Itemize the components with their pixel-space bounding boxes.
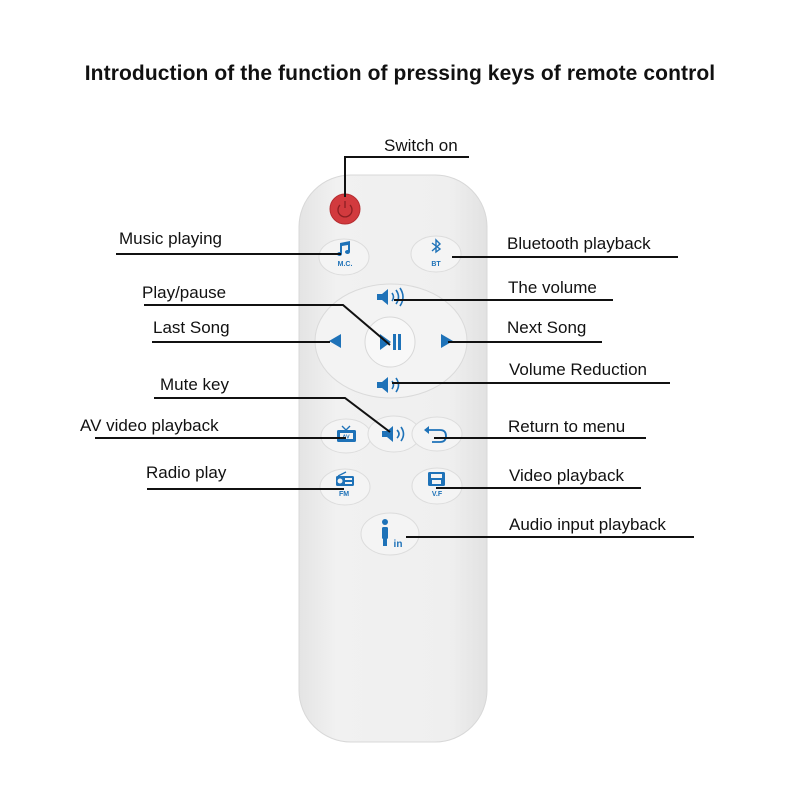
speaker-mute-icon bbox=[382, 426, 405, 442]
mc-text: M.C. bbox=[338, 261, 353, 268]
audio-in-button[interactable]: in bbox=[360, 512, 420, 556]
label-mute-key: Mute key bbox=[160, 375, 229, 394]
video-button[interactable]: V.F bbox=[411, 467, 463, 505]
volume-down-button[interactable] bbox=[377, 377, 400, 393]
speaker-loud-icon bbox=[377, 287, 404, 307]
av-text: AV bbox=[342, 435, 350, 441]
av-button[interactable]: AV bbox=[320, 418, 372, 454]
leader-play-pause bbox=[144, 304, 391, 346]
label-last-song: Last Song bbox=[153, 318, 230, 337]
floppy-icon bbox=[428, 472, 445, 486]
label-video-playback: Video playback bbox=[509, 466, 624, 485]
label-av-video-playback: AV video playback bbox=[80, 416, 219, 435]
speaker-quiet-icon bbox=[377, 377, 400, 393]
label-bluetooth-playback: Bluetooth playback bbox=[507, 234, 651, 253]
bt-text: BT bbox=[431, 261, 441, 268]
page-title: Introduction of the function of pressing… bbox=[84, 62, 716, 85]
return-icon bbox=[424, 426, 447, 443]
in-text: in bbox=[394, 539, 403, 550]
label-play-pause: Play/pause bbox=[142, 283, 226, 302]
left-arrow-icon bbox=[329, 334, 341, 348]
label-return-to-menu: Return to menu bbox=[508, 417, 625, 436]
leader-mute-key bbox=[154, 397, 391, 433]
radio-button[interactable]: FM bbox=[319, 468, 371, 506]
previous-button[interactable] bbox=[329, 334, 341, 348]
label-the-volume: The volume bbox=[508, 278, 597, 297]
play-pause-button[interactable] bbox=[364, 316, 416, 368]
label-volume-reduction: Volume Reduction bbox=[509, 360, 647, 379]
power-button[interactable] bbox=[329, 193, 361, 225]
bluetooth-button[interactable]: BT bbox=[410, 235, 462, 273]
leader-switch-on bbox=[344, 156, 469, 197]
label-audio-input-playback: Audio input playback bbox=[509, 515, 666, 534]
fm-text: FM bbox=[339, 491, 349, 498]
right-arrow-icon bbox=[441, 334, 453, 348]
label-music-playing: Music playing bbox=[119, 229, 222, 248]
return-button[interactable] bbox=[411, 416, 463, 452]
person-icon bbox=[382, 519, 388, 546]
power-icon bbox=[337, 201, 353, 218]
volume-up-button[interactable] bbox=[377, 287, 404, 307]
music-button[interactable]: M.C. bbox=[318, 238, 370, 276]
label-next-song: Next Song bbox=[507, 318, 586, 337]
bluetooth-icon bbox=[431, 238, 442, 254]
next-button[interactable] bbox=[441, 334, 453, 348]
label-switch-on: Switch on bbox=[384, 136, 458, 155]
label-radio-play: Radio play bbox=[146, 463, 227, 482]
music-note-icon bbox=[337, 241, 350, 256]
vf-text: V.F bbox=[432, 491, 443, 498]
radio-icon bbox=[336, 471, 354, 486]
